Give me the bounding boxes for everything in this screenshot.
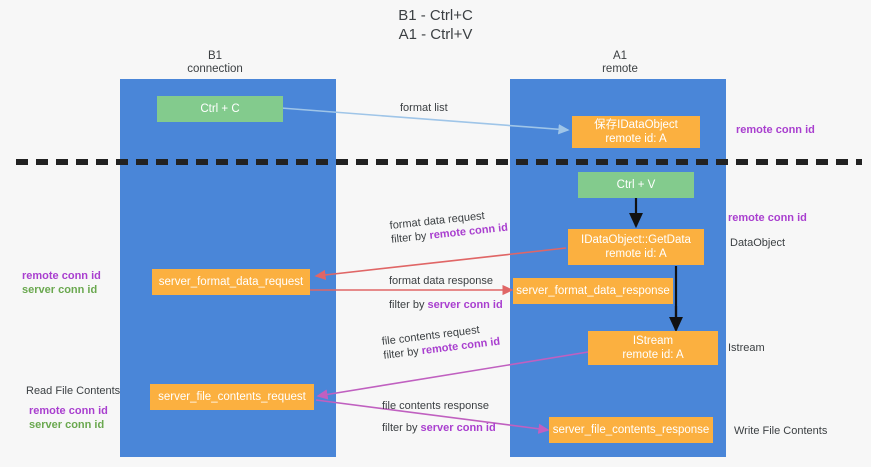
node-dataobject-line1: 保存IDataObject [594, 119, 678, 131]
edge-label-fcres-filter-key: server conn id [420, 422, 496, 434]
node-dataobject[interactable]: 保存IDataObject remote id: A [572, 116, 700, 148]
annotation-dataobject-label: DataObject [730, 237, 786, 249]
node-idataobject-getdata[interactable]: IDataObject::GetData remote id: A [568, 229, 704, 265]
node-server-format-data-response[interactable]: server_format_data_response [513, 278, 673, 304]
column-header-a1-line1: A1 [612, 50, 628, 62]
edge-label-file-contents-response: file contents response filter by server … [382, 399, 496, 435]
annotation-right-top-remote-conn-id: remote conn id [736, 124, 815, 136]
edge-label-fdres-filter-prefix: filter by [389, 299, 428, 311]
annotation-write-file-contents-label: Write File Contents [734, 425, 828, 437]
node-getdata-line1: IDataObject::GetData [581, 234, 691, 246]
node-istream[interactable]: IStream remote id: A [588, 331, 718, 365]
column-header-b1: B1 connection [145, 50, 285, 76]
node-fmt-req-label: server_format_data_request [158, 276, 304, 288]
annotation-left-mid: remote conn id server conn id [22, 269, 101, 297]
page-title: B1 - Ctrl+C A1 - Ctrl+V [0, 6, 871, 44]
node-server-file-contents-response[interactable]: server_file_contents_response [549, 417, 713, 443]
column-header-b1-line1: B1 [207, 50, 223, 62]
annotation-read-remote: remote conn id [29, 405, 108, 417]
edge-label-format-list: format list [400, 101, 448, 115]
annotation-read-server: server conn id [29, 419, 105, 431]
node-file-req-label: server_file_contents_request [158, 391, 306, 403]
edge-label-fdreq-filter-prefix: filter by [390, 229, 431, 246]
column-header-a1-line2: remote [602, 63, 638, 75]
node-ctrl-c[interactable]: Ctrl + C [157, 96, 283, 122]
column-header-a1: A1 remote [550, 50, 690, 76]
edge-label-fcres-filter: filter by server conn id [382, 421, 496, 435]
edge-label-fdres-filter: filter by server conn id [389, 298, 503, 312]
column-header-b1-line2: connection [187, 63, 243, 75]
edge-label-format-data-response: format data response filter by server co… [389, 274, 503, 312]
node-server-file-contents-request[interactable]: server_file_contents_request [150, 384, 314, 410]
node-dataobject-line2: remote id: A [605, 133, 667, 145]
node-ctrl-v[interactable]: Ctrl + V [578, 172, 694, 198]
title-line-2: A1 - Ctrl+V [398, 26, 473, 43]
node-ctrl-c-label: Ctrl + C [200, 103, 240, 115]
edge-label-file-contents-request: file contents request filter by remote c… [381, 321, 501, 363]
edge-label-fcreq-filter-prefix: filter by [382, 345, 423, 362]
annotation-istream-label: Istream [728, 342, 765, 354]
annotation-getdata-remote-conn-id: remote conn id [728, 212, 807, 224]
node-ctrl-v-label: Ctrl + V [616, 179, 656, 191]
node-istream-line2: remote id: A [622, 349, 684, 361]
node-istream-line1: IStream [632, 335, 674, 347]
edge-label-fdres-filter-key: server conn id [427, 299, 503, 311]
edge-label-fcres-line1: file contents response [382, 400, 490, 412]
node-server-format-data-request[interactable]: server_format_data_request [152, 269, 310, 295]
edge-label-fdres-line1: format data response [389, 275, 493, 287]
title-line-1: B1 - Ctrl+C [398, 7, 473, 24]
annotation-left-mid-remote: remote conn id [22, 270, 101, 282]
node-fmt-res-label: server_format_data_response [516, 285, 670, 297]
annotation-read-file-contents-title: Read File Contents [26, 385, 121, 397]
edge-label-format-data-request: format data request filter by remote con… [389, 207, 509, 247]
annotation-left-read-file-contents: Read File Contents remote conn id server… [26, 384, 120, 432]
node-file-res-label: server_file_contents_response [552, 424, 710, 436]
edge-label-format-list-line1: format list [400, 102, 448, 114]
annotation-left-mid-server: server conn id [22, 284, 98, 296]
edge-label-fcres-filter-prefix: filter by [382, 422, 421, 434]
node-getdata-line2: remote id: A [605, 248, 667, 260]
